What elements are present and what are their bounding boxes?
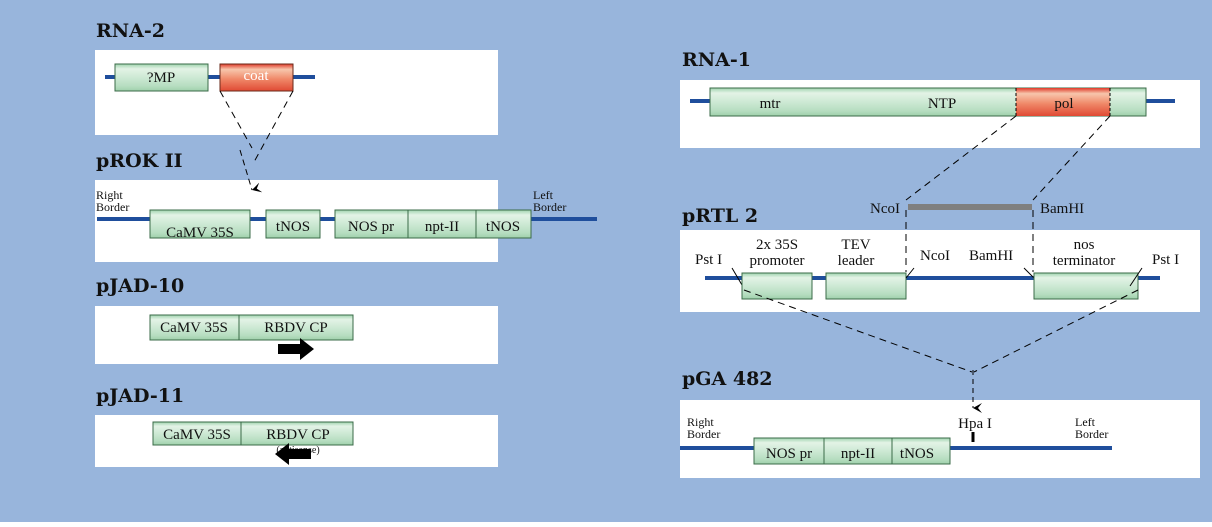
rna1-pol-box xyxy=(1016,88,1110,116)
prtl-bamhi-label: BamHI xyxy=(969,248,1013,264)
sense-arrow-icon xyxy=(278,338,314,360)
pga-left-border-2: Border xyxy=(1075,427,1108,441)
pga-tnos-label: tNOS xyxy=(900,446,934,462)
connector-cassette-left xyxy=(743,289,973,373)
prtl-nos-box xyxy=(1033,272,1139,300)
antisense-arrow-icon xyxy=(275,443,311,465)
insertion-arrow-prok xyxy=(239,149,263,193)
prtl-nos-label-2: terminator xyxy=(1053,253,1115,269)
jad10-cp-label: RBDV CP xyxy=(264,320,328,336)
rna1-mtr-label: mtr xyxy=(760,96,781,112)
prtl-nos-label-1: nos xyxy=(1074,237,1095,253)
rna2-title: RNA-2 xyxy=(96,20,165,42)
prtl-pst2-label: Pst I xyxy=(1152,252,1179,268)
jad10-camv-label: CaMV 35S xyxy=(160,320,228,336)
jad11-title: pJAD-11 xyxy=(96,385,184,407)
prok-left-border-2: Border xyxy=(533,200,566,214)
jad10-cassette-box xyxy=(149,314,354,341)
prtl-promoter-box xyxy=(741,272,813,300)
prtl-pst1-label: Pst I xyxy=(695,252,722,268)
rna2-coat-box xyxy=(219,63,294,92)
rna1-ntp-label: NTP xyxy=(928,96,956,112)
panel-rna2 xyxy=(95,50,498,135)
connector-cassette-right xyxy=(973,289,1139,373)
connector-pol-right xyxy=(1032,115,1111,201)
prok-cassette-box xyxy=(334,209,532,239)
jad10-title: pJAD-10 xyxy=(96,275,184,297)
connector-coat-right xyxy=(253,90,294,163)
prok-tnos1-box xyxy=(265,209,321,239)
fragment-bamhi-label: BamHI xyxy=(1040,201,1084,217)
pga-title: pGA 482 xyxy=(682,368,773,390)
prok-camv-box xyxy=(149,209,251,239)
prtl-title: pRTL 2 xyxy=(682,205,758,227)
prtl-tev-label-1: TEV xyxy=(841,237,870,253)
pol-fragment-bar xyxy=(908,204,1032,210)
prtl-pst2-tick xyxy=(1129,267,1143,287)
prtl-promoter-label-1: 2x 35S xyxy=(756,237,798,253)
pga-left-border-1: Left xyxy=(1075,415,1096,429)
pga-nptii-label: npt-II xyxy=(841,446,875,462)
pga-right-border-2: Border xyxy=(687,427,720,441)
jad11-cassette-box xyxy=(152,421,354,446)
rna2-mp-box xyxy=(114,63,209,92)
rna1-title: RNA-1 xyxy=(682,49,751,71)
prok-title: pROK II xyxy=(96,150,183,172)
pga-right-border-1: Right xyxy=(687,415,714,429)
jad11-cp-label: RBDV CP xyxy=(266,427,330,443)
prtl-bamhi-tick xyxy=(1023,267,1035,279)
prtl-ncoi-tick xyxy=(905,267,915,279)
prok-nptii-label: npt-II xyxy=(425,219,459,235)
prok-tnos2-label: tNOS xyxy=(486,219,520,235)
prok-right-border-1: Right xyxy=(96,188,123,202)
rna1-pol-label: pol xyxy=(1054,96,1073,112)
pga-hpa-label: Hpa I xyxy=(958,416,992,432)
prok-camv-label: CaMV 35S xyxy=(166,225,234,241)
rna2-mp-label: ?MP xyxy=(147,70,175,86)
prok-left-border-1: Left xyxy=(533,188,554,202)
prtl-tev-label-2: leader xyxy=(838,253,875,269)
prtl-promoter-label-2: promoter xyxy=(750,253,805,269)
jad11-camv-label: CaMV 35S xyxy=(163,427,231,443)
pga-nospr-label: NOS pr xyxy=(766,446,812,462)
fragment-ncoi-label: NcoI xyxy=(870,201,900,217)
prtl-tev-box xyxy=(825,272,907,300)
pga-cassette-box xyxy=(753,437,951,465)
prok-right-border-2: Border xyxy=(96,200,129,214)
connector-coat-left xyxy=(219,90,253,149)
prtl-pst1-tick xyxy=(731,267,743,286)
prtl-ncoi-label: NcoI xyxy=(920,248,950,264)
prok-nospr-label: NOS pr xyxy=(348,219,394,235)
prok-tnos1-label: tNOS xyxy=(276,219,310,235)
rna2-coat-label: coat xyxy=(244,68,270,84)
